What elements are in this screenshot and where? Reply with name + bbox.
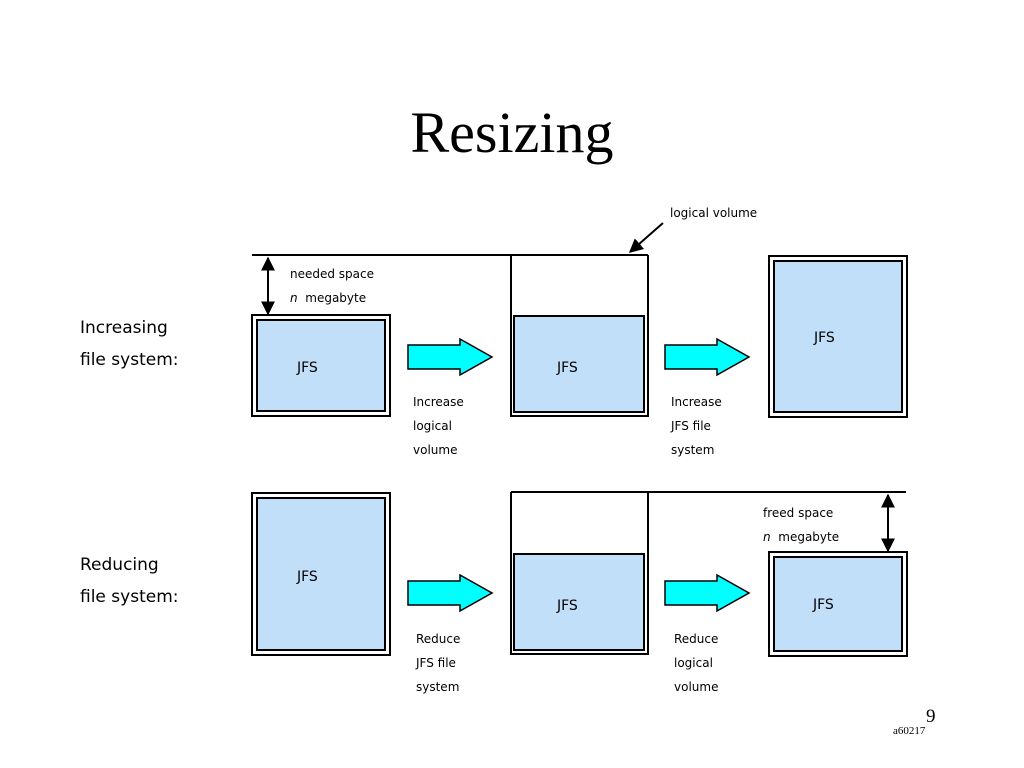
freed-space-line1: freed space [763,506,834,520]
caption-line: JFS file [416,656,456,670]
caption-line: Reduce [416,632,461,646]
step-arrow-reduce-1 [407,573,494,613]
logical-volume-callout-arrow [628,222,664,253]
step-arrow-reduce-2 [664,573,751,613]
caption-line: logical [674,656,713,670]
caption-line: system [671,443,715,457]
jfs-label-increase-3: JFS [814,330,835,346]
increasing-label-line2: file system: [80,350,179,370]
step-caption-reduce-1: Reduce JFS file system [416,627,460,699]
reducing-label: Reducing file system: [80,549,178,613]
jfs-fill-increase-1 [256,319,386,412]
jfs-label-increase-2: JFS [557,360,578,376]
needed-space-n: n [290,291,298,305]
needed-space-unit: megabyte [305,291,367,305]
page-number: 9 [926,706,936,727]
reducing-label-line1: Reducing [80,555,159,575]
needed-space-line2: n megabyte [290,286,374,310]
lv-outline-increase-2 [510,255,649,417]
jfs-label-reduce-1: JFS [297,569,318,585]
needed-space-label: needed space n megabyte [290,262,374,310]
jfs-label-increase-1: JFS [297,360,318,376]
caption-line: Increase [671,395,722,409]
needed-space-line1: needed space [290,267,375,281]
jfs-label-reduce-2: JFS [557,598,578,614]
jfs-fill-reduce-1 [256,497,386,651]
caption-line: volume [674,680,719,694]
step-caption-reduce-2: Reduce logical volume [674,627,718,699]
caption-line: volume [413,443,458,457]
jfs-label-reduce-3: JFS [813,597,834,613]
caption-line: system [416,680,460,694]
increasing-label: Increasing file system: [80,312,178,376]
reducing-label-line2: file system: [80,587,179,607]
freed-space-n: n [763,530,771,544]
freed-space-label: freed space n megabyte [763,501,839,549]
step-caption-increase-2: Increase JFS file system [671,390,722,462]
jfs-fill-reduce-2 [513,553,645,651]
jfs-fill-increase-2 [513,315,645,413]
step-arrow-increase-1 [407,337,494,377]
caption-line: Increase [413,395,464,409]
slide-title: Resizing [410,100,614,165]
freed-space-line2: n megabyte [763,525,839,549]
caption-line: Reduce [674,632,719,646]
increasing-label-line1: Increasing [80,318,168,338]
caption-line: JFS file [671,419,711,433]
freed-space-unit: megabyte [778,530,840,544]
step-caption-increase-1: Increase logical volume [413,390,464,462]
jfs-fill-reduce-3 [773,556,903,652]
jfs-fill-increase-3 [773,260,903,413]
slide-id: a60217 [893,725,926,737]
lv-outline-reduce-2 [510,492,649,655]
step-arrow-increase-2 [664,337,751,377]
caption-line: logical [413,419,452,433]
logical-volume-label: logical volume [670,206,758,220]
